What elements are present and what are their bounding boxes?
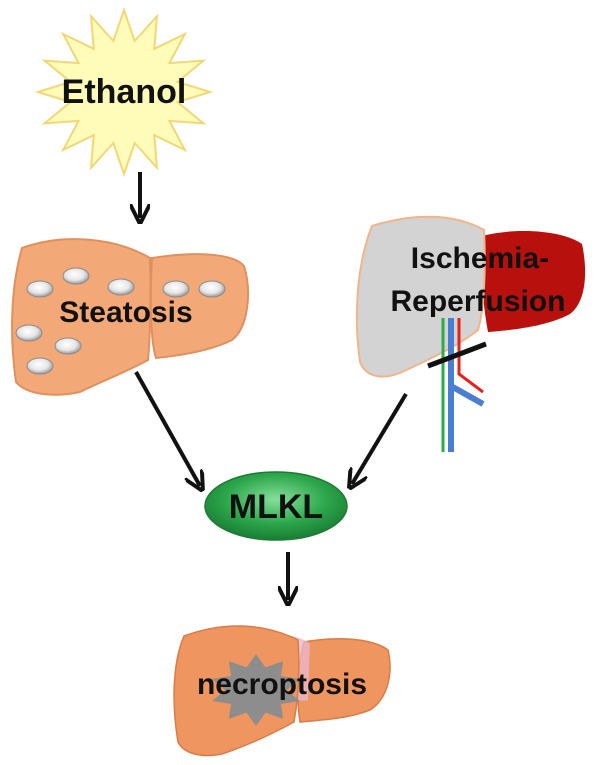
arrow-steatosis-to-mlkl	[134, 371, 200, 486]
hepatic-vessels	[441, 318, 485, 452]
necrotic-spot	[212, 654, 300, 726]
ethanol-node: Ethanol	[34, 6, 214, 178]
fat-droplet	[162, 280, 190, 298]
artery-red-vessel	[457, 318, 484, 394]
steatosis-label: Steatosis	[59, 296, 192, 329]
ischemia-reperfusion-liver: Ischemia- Reperfusion	[355, 215, 586, 452]
fat-droplet	[26, 280, 54, 298]
mlkl-ellipse	[204, 471, 348, 541]
fat-droplets	[15, 267, 226, 375]
ischemia-label-line1: Ischemia-	[411, 242, 549, 275]
ethanol-starburst	[34, 6, 214, 178]
fat-droplet	[54, 337, 82, 355]
fat-droplet	[62, 267, 90, 285]
fat-droplet	[15, 324, 43, 342]
necroptosis-label: necroptosis	[197, 668, 367, 701]
mlkl-node: MLKL	[204, 471, 348, 541]
ethanol-label: Ethanol	[62, 73, 187, 111]
steatosis-liver: Steatosis	[11, 238, 249, 396]
necroptosis-liver: necroptosis	[173, 625, 391, 757]
mlkl-label: MLKL	[229, 488, 323, 526]
fat-droplet	[107, 278, 135, 296]
reperfused-lobe	[481, 230, 586, 332]
ischemia-label-line2: Reperfusion	[390, 285, 565, 318]
clamp-bar	[427, 341, 487, 369]
steatosis-liver-right-lobe	[149, 253, 249, 360]
arrow-ischemia-to-mlkl	[352, 392, 408, 484]
steatosis-liver-left-lobe	[11, 238, 152, 396]
fat-droplet	[198, 280, 226, 298]
fat-droplet	[26, 357, 54, 375]
portal-blue-vessel	[448, 318, 485, 452]
